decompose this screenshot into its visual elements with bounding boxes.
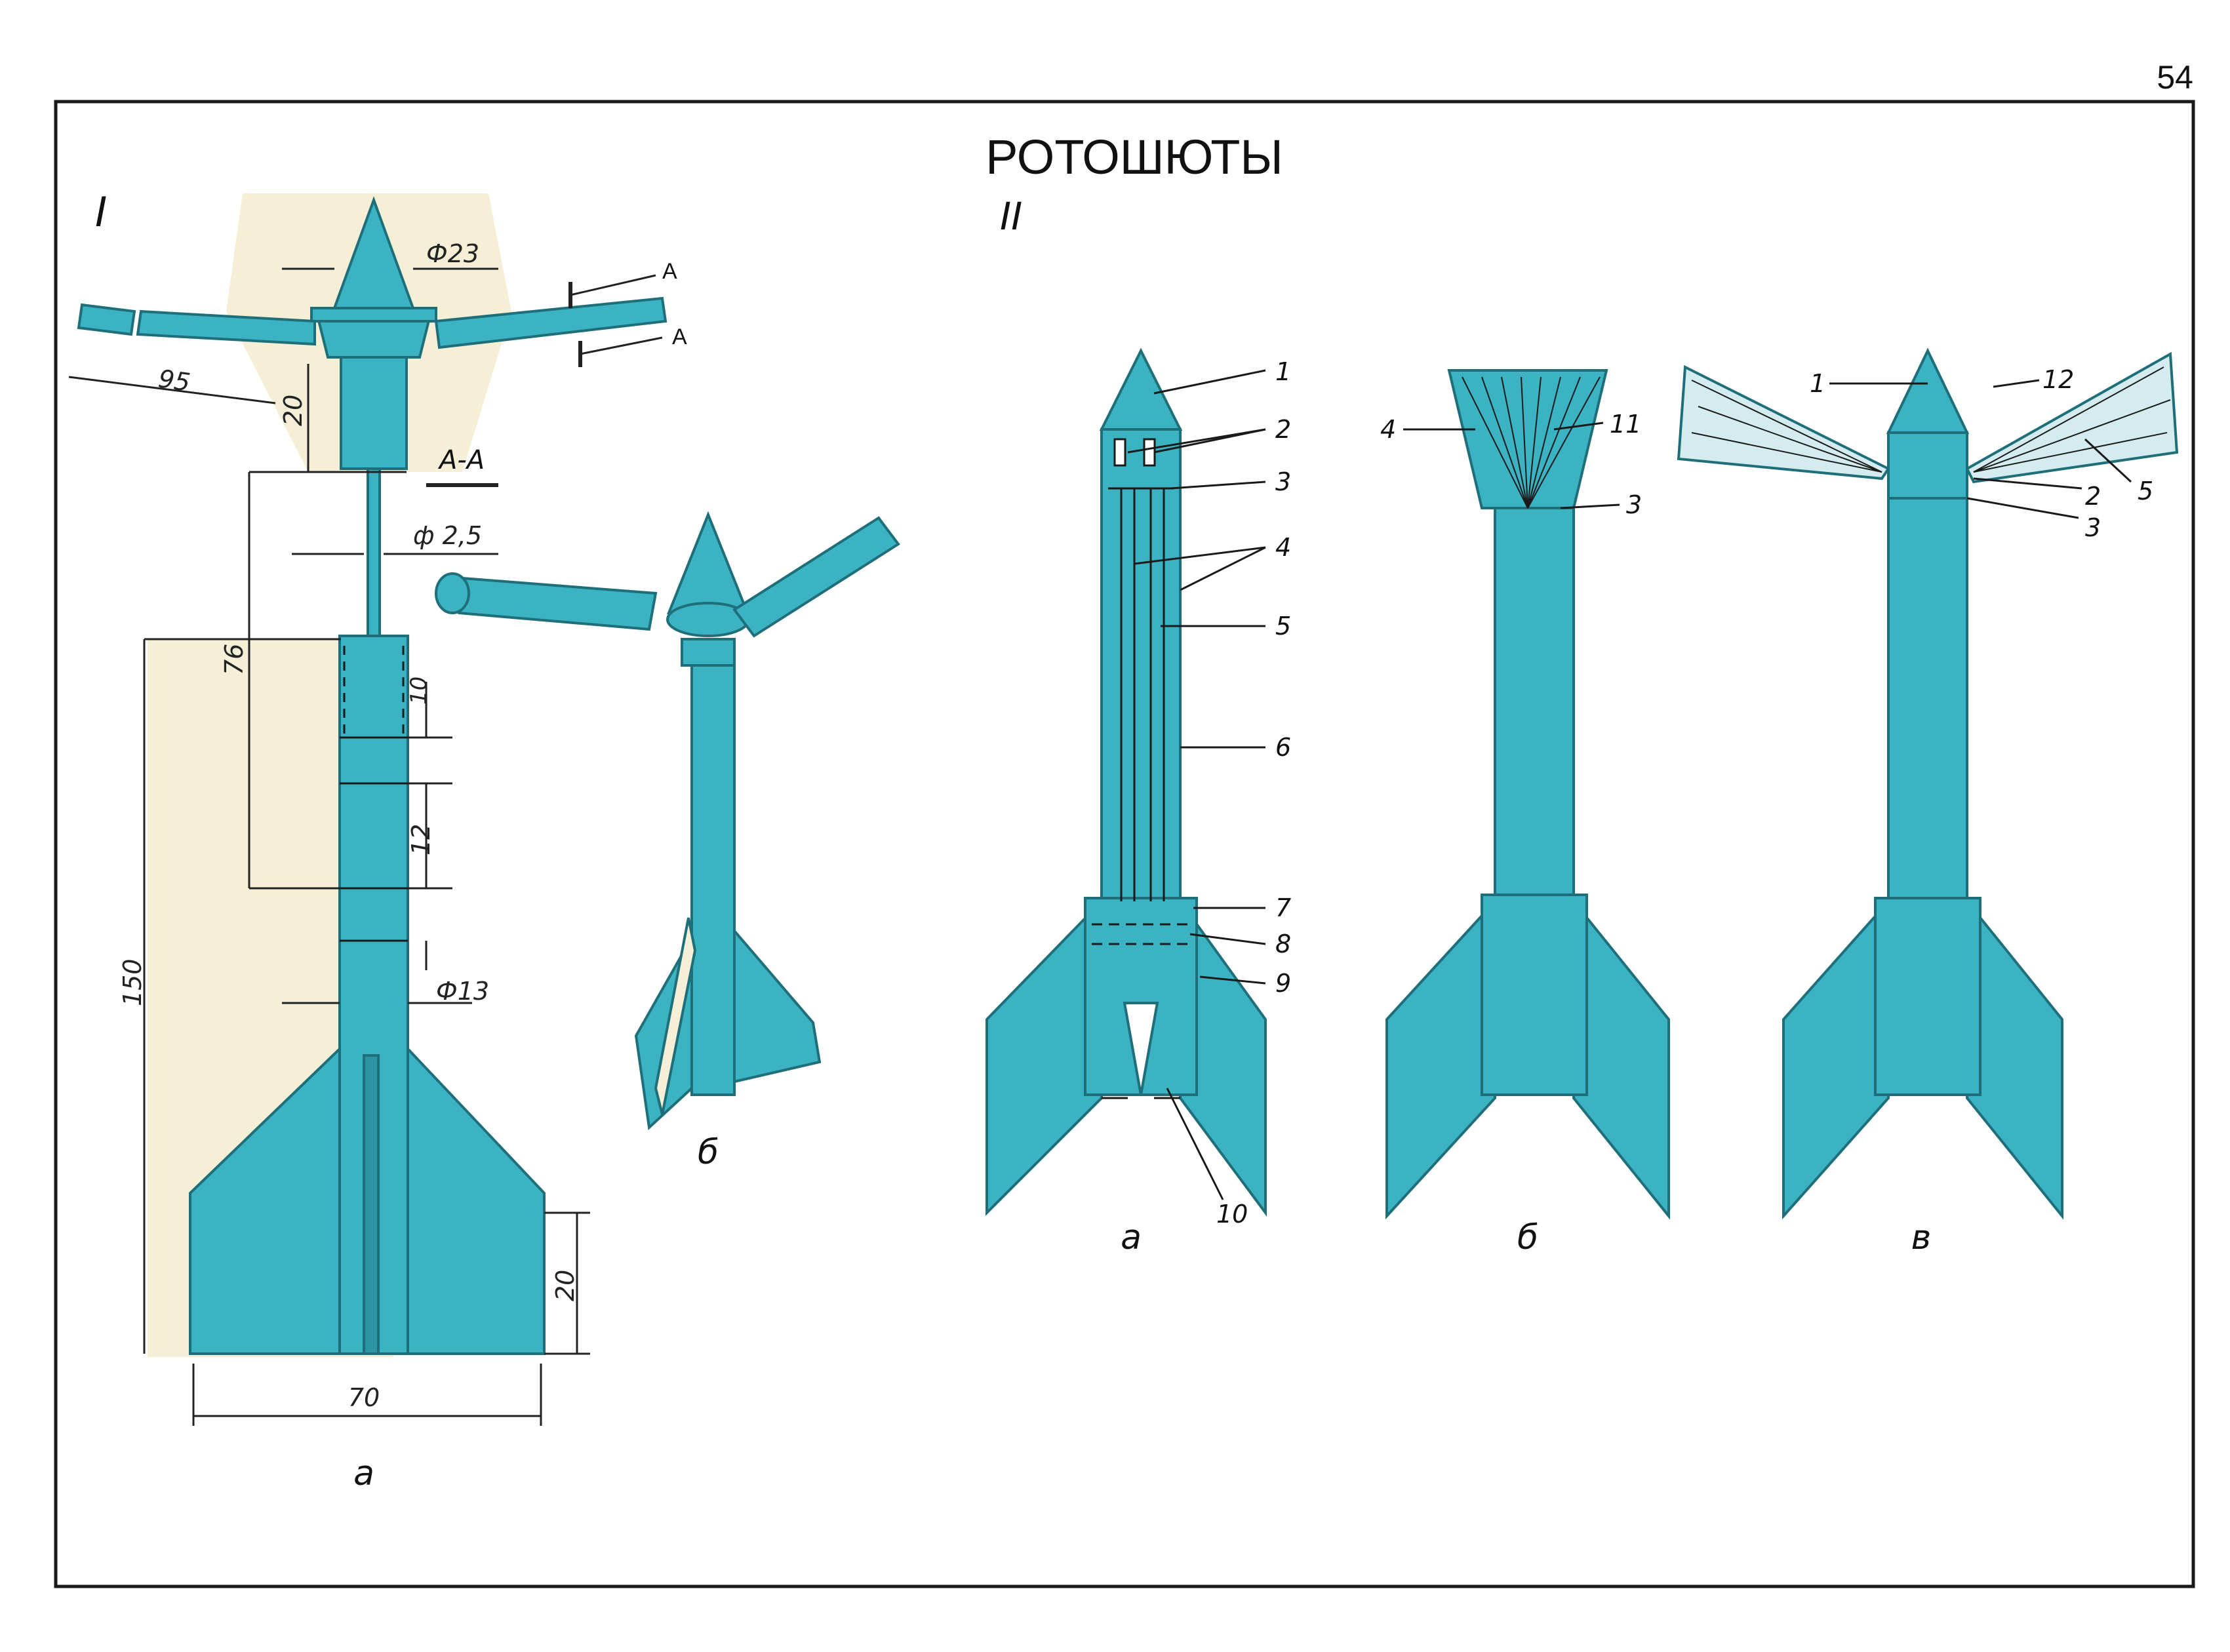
blade-right-3d xyxy=(732,516,900,638)
body-2c xyxy=(1887,497,1968,899)
fig-two-b-leaders xyxy=(1403,422,1620,509)
section-one-numeral: I xyxy=(95,188,107,236)
collar-3d xyxy=(681,638,736,667)
fin-left xyxy=(189,1046,341,1355)
hub-2c xyxy=(1887,431,1968,500)
fin-front-3d xyxy=(654,917,697,1115)
callout-2a-4: 4 xyxy=(1275,533,1291,562)
fig-two-a-label: а xyxy=(1121,1218,1142,1257)
callout-2a-8: 8 xyxy=(1275,930,1291,958)
fig-two-b xyxy=(1385,369,1670,1220)
callout-2a-5: 5 xyxy=(1275,612,1291,640)
body-2b xyxy=(1494,507,1575,899)
axle-rod xyxy=(367,467,381,637)
rotor-hub xyxy=(316,317,431,359)
blade-left-tip xyxy=(77,303,136,336)
blade-left-3d xyxy=(444,575,658,631)
fig-two-c-label: в xyxy=(1911,1218,1932,1257)
frame-border xyxy=(54,100,2195,1588)
fin-right-3d xyxy=(733,927,822,1084)
callout-2c-2: 2 xyxy=(2085,482,2101,511)
body-2a xyxy=(1100,428,1182,899)
page-number: 54 xyxy=(2157,59,2193,96)
fig-one-b xyxy=(435,511,900,1131)
section-view-label: А-А xyxy=(437,445,485,475)
fig-two-a-leaders xyxy=(1127,369,1266,1200)
dim-cone-diameter: Ф23 xyxy=(426,239,479,268)
section-arrow-label-1: А xyxy=(662,259,677,284)
rotor-sleeve xyxy=(340,356,408,470)
fig-one-a xyxy=(77,196,667,1355)
dim-fin-span: 70 xyxy=(348,1383,380,1412)
dim-band-12: 12 xyxy=(407,824,435,856)
callout-2a-6: 6 xyxy=(1275,733,1291,762)
fig-two-b-label: б xyxy=(1517,1218,1538,1257)
fin-left-2b xyxy=(1385,897,1496,1220)
callout-2a-3: 3 xyxy=(1275,467,1291,496)
fin-left-2c xyxy=(1782,897,1890,1220)
nose-cone-3d xyxy=(667,511,749,614)
folded-rotor-2b xyxy=(1447,369,1608,509)
callout-2a-9: 9 xyxy=(1275,969,1291,998)
callout-2a-10: 10 xyxy=(1216,1200,1248,1229)
fig-one-a-label: а xyxy=(353,1454,374,1493)
section-two-numeral: II xyxy=(1000,194,1022,239)
fin-slot xyxy=(363,1054,380,1355)
dim-fin-height: 20 xyxy=(551,1270,580,1301)
callout-2c-3: 3 xyxy=(2085,513,2101,542)
callout-2b-4: 4 xyxy=(1380,415,1396,444)
fig-one-b-label: б xyxy=(698,1133,719,1172)
tail-section-2b xyxy=(1481,894,1588,1096)
fig-two-b-pleats xyxy=(1462,376,1601,509)
section-arrow-label-2: А xyxy=(672,324,687,349)
blade-right xyxy=(434,296,667,349)
callout-2b-3: 3 xyxy=(1626,490,1642,519)
dim-blade-length: 95 xyxy=(157,364,192,397)
dim-rod-diameter: ф 2,5 xyxy=(413,521,482,550)
callout-2c-1: 1 xyxy=(1810,369,1825,398)
callout-2c-12: 12 xyxy=(2042,365,2074,394)
dim-total-length: 150 xyxy=(118,958,147,1006)
fig-one-a-bands xyxy=(340,646,408,942)
hub-collar xyxy=(310,307,437,323)
callout-2a-2: 2 xyxy=(1275,415,1291,444)
fin-right xyxy=(407,1045,546,1355)
fig-two-a xyxy=(986,347,1267,1217)
tail-slot-2a xyxy=(1123,1002,1159,1095)
fig-two-c xyxy=(1677,347,2179,1220)
fig-one-a-dimension-lines xyxy=(68,267,663,1426)
body-3d xyxy=(690,664,736,1096)
callout-2a-1: 1 xyxy=(1275,357,1291,386)
callout-2b-11: 11 xyxy=(1610,410,1641,439)
callout-2a-7: 7 xyxy=(1275,894,1291,922)
blade-left-end xyxy=(435,572,470,614)
callout-2c-5: 5 xyxy=(2138,477,2153,505)
dim-body-diameter: Ф13 xyxy=(436,977,489,1006)
page-title: РОТОШЮТЫ xyxy=(986,130,1283,184)
fig-two-c-pleats xyxy=(1691,366,2171,473)
nose-cone-2c xyxy=(1886,347,1970,434)
fig-two-c-leaders xyxy=(1829,379,2132,519)
rotor-blades-left-2c xyxy=(1677,364,1890,481)
dim-collar-height: 20 xyxy=(279,395,308,426)
blade-left xyxy=(136,309,316,346)
dim-band-10: 10 xyxy=(406,677,432,705)
dim-rod-length: 76 xyxy=(220,644,249,675)
tail-section-2c xyxy=(1874,897,1981,1096)
fig-two-a-details xyxy=(1092,438,1190,1099)
